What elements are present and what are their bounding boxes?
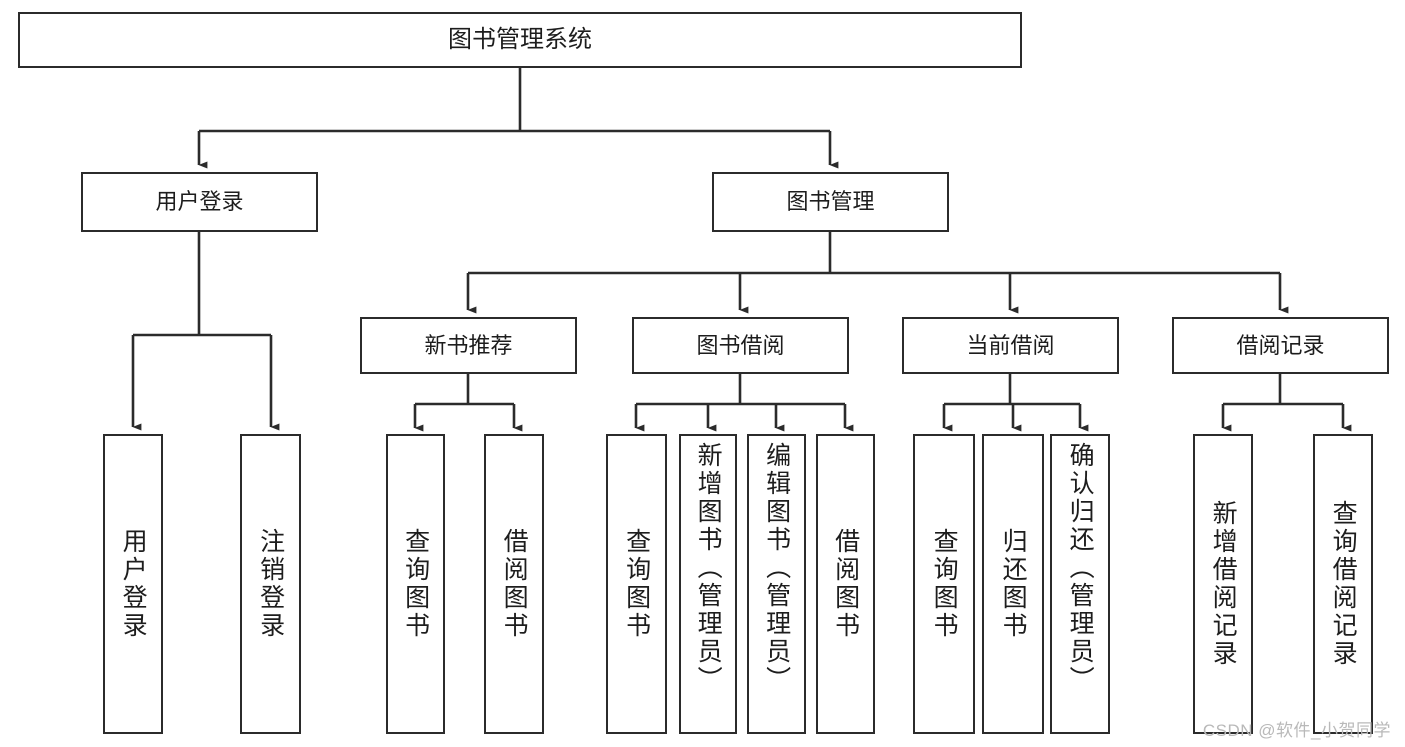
- node-book-borrowing[interactable]: 图书借阅: [632, 317, 849, 374]
- node-label: 确认归还（管理员）: [1066, 442, 1095, 694]
- node-book-management[interactable]: 图书管理: [712, 172, 949, 232]
- leaf-user-login-login[interactable]: 用户登录: [103, 434, 163, 734]
- leaf-current-return-book[interactable]: 归还图书: [982, 434, 1044, 734]
- leaf-new-book-borrow-book[interactable]: 借阅图书: [484, 434, 544, 734]
- leaf-borrow-query-book[interactable]: 查询图书: [606, 434, 667, 734]
- node-current-loans[interactable]: 当前借阅: [902, 317, 1119, 374]
- leaf-user-login-logout[interactable]: 注销登录: [240, 434, 301, 734]
- node-label: 图书管理系统: [448, 26, 592, 54]
- node-label: 归还图书: [999, 528, 1028, 640]
- leaf-record-add-loan-record[interactable]: 新增借阅记录: [1193, 434, 1253, 734]
- csdn-watermark: CSDN @软件_小贺同学: [1202, 721, 1391, 740]
- node-label: 用户登录: [119, 528, 148, 640]
- node-loan-records[interactable]: 借阅记录: [1172, 317, 1389, 374]
- node-label: 查询借阅记录: [1329, 500, 1358, 668]
- node-label: 借阅图书: [831, 528, 860, 640]
- leaf-borrow-borrow-book[interactable]: 借阅图书: [816, 434, 875, 734]
- node-label: 注销登录: [256, 528, 285, 640]
- node-label: 查询图书: [930, 528, 959, 640]
- node-label: 图书借阅: [696, 332, 785, 358]
- node-label: 当前借阅: [966, 332, 1055, 358]
- node-label: 借阅记录: [1236, 332, 1325, 358]
- node-label: 新增借阅记录: [1209, 500, 1238, 668]
- node-label: 编辑图书（管理员）: [762, 442, 791, 694]
- node-label: 查询图书: [401, 528, 430, 640]
- leaf-record-query-loan-record[interactable]: 查询借阅记录: [1313, 434, 1373, 734]
- node-label: 图书管理: [786, 189, 875, 215]
- leaf-borrow-edit-book-admin[interactable]: 编辑图书（管理员）: [747, 434, 806, 734]
- leaf-borrow-add-book-admin[interactable]: 新增图书（管理员）: [679, 434, 737, 734]
- node-label: 新增图书（管理员）: [694, 442, 723, 694]
- leaf-new-book-query-book[interactable]: 查询图书: [386, 434, 445, 734]
- leaf-current-query-book[interactable]: 查询图书: [913, 434, 975, 734]
- node-label: 新书推荐: [424, 332, 513, 358]
- node-root-system[interactable]: 图书管理系统: [18, 12, 1022, 68]
- node-label: 查询图书: [622, 528, 651, 640]
- node-label: 用户登录: [155, 189, 244, 215]
- node-user-login[interactable]: 用户登录: [81, 172, 318, 232]
- node-new-book-recommendation[interactable]: 新书推荐: [360, 317, 577, 374]
- leaf-current-confirm-return-admin[interactable]: 确认归还（管理员）: [1050, 434, 1110, 734]
- node-label: 借阅图书: [500, 528, 529, 640]
